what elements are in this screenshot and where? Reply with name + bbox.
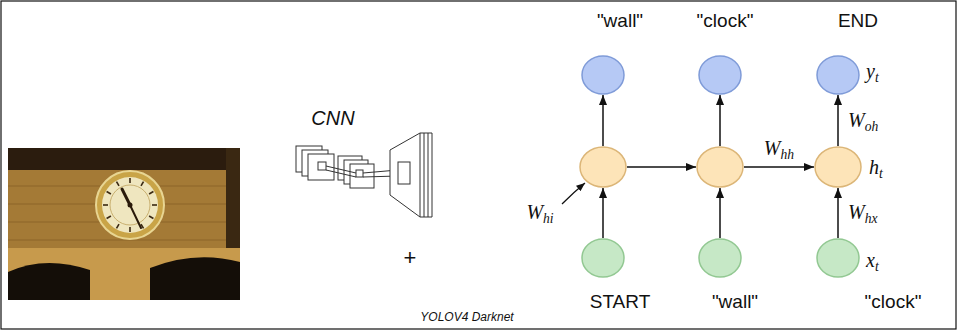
circle-shape xyxy=(699,56,741,94)
input-circle: START xyxy=(581,238,625,278)
input-circle: "wall" xyxy=(698,238,742,278)
symbol-letter: h xyxy=(869,156,879,178)
token-label: END xyxy=(838,10,878,32)
circle-outline xyxy=(814,146,862,188)
symbol-subscript: t xyxy=(875,259,879,274)
circle-shape xyxy=(582,56,624,94)
cnn-icon xyxy=(296,133,432,217)
circle-shape xyxy=(817,56,859,94)
circle-outline xyxy=(579,146,627,188)
symbol-subscript: oh xyxy=(865,119,879,134)
circle-outline xyxy=(581,55,625,95)
plus-sign: + xyxy=(404,245,417,270)
symbol-subscript: t xyxy=(875,70,879,85)
circle-shape xyxy=(815,147,861,187)
circle-shape xyxy=(582,239,624,277)
vector-symbol: ht xyxy=(869,156,883,179)
token-label: "wall" xyxy=(712,291,758,313)
symbol-letter: W xyxy=(848,201,865,223)
weight-label: Whh xyxy=(762,137,796,160)
weight-arrow xyxy=(837,95,839,146)
circle-shape xyxy=(580,147,626,187)
circle-outline xyxy=(696,146,744,188)
circle-shape xyxy=(699,239,741,277)
symbol-letter: y xyxy=(866,60,875,82)
circle-outline xyxy=(698,238,742,278)
hidden-circle xyxy=(696,146,744,188)
weight-arrow xyxy=(719,188,721,238)
weight-arrow xyxy=(744,166,814,168)
hidden-circle: ht xyxy=(814,146,862,188)
weight-arrow xyxy=(837,188,839,238)
weight-label: Whi xyxy=(526,201,553,224)
weight-label: Whx xyxy=(846,201,880,224)
output-circle: "wall" xyxy=(581,55,625,95)
model-name: CNN xyxy=(311,107,354,130)
circle-shape xyxy=(817,239,859,277)
token-label: "clock" xyxy=(697,10,754,32)
circle-outline xyxy=(816,55,860,95)
symbol-subscript: hi xyxy=(543,211,554,226)
symbol-letter: W xyxy=(526,201,543,223)
symbol-subscript: t xyxy=(879,166,883,181)
symbol-letter: W xyxy=(848,109,865,131)
output-circle: "clock" xyxy=(698,55,742,95)
circle-shape xyxy=(697,147,743,187)
weight-arrow xyxy=(602,95,604,146)
circle-outline xyxy=(581,238,625,278)
weight-arrow xyxy=(719,95,721,146)
symbol-subscript: hh xyxy=(781,147,795,162)
hidden-circle xyxy=(579,146,627,188)
vector-symbol: yt xyxy=(866,60,879,83)
leader-arrow xyxy=(562,183,585,204)
caption-note: YOLOV4 Darknet xyxy=(420,311,513,325)
token-label: "clock" xyxy=(865,291,922,313)
weight-label: Woh xyxy=(846,109,880,132)
weight-arrow xyxy=(627,166,696,168)
vector-symbol: xt xyxy=(866,249,879,272)
weight-arrow xyxy=(602,188,604,238)
symbol-letter: x xyxy=(866,249,875,271)
circle-outline xyxy=(698,55,742,95)
token-label: "wall" xyxy=(597,10,643,32)
symbol-subscript: hx xyxy=(865,211,878,226)
input-circle: "clock"xt xyxy=(816,238,860,278)
symbol-letter: W xyxy=(764,137,781,159)
output-circle: ENDyt xyxy=(816,55,860,95)
circle-outline xyxy=(816,238,860,278)
token-label: START xyxy=(590,291,651,313)
clock-photo xyxy=(8,148,240,300)
